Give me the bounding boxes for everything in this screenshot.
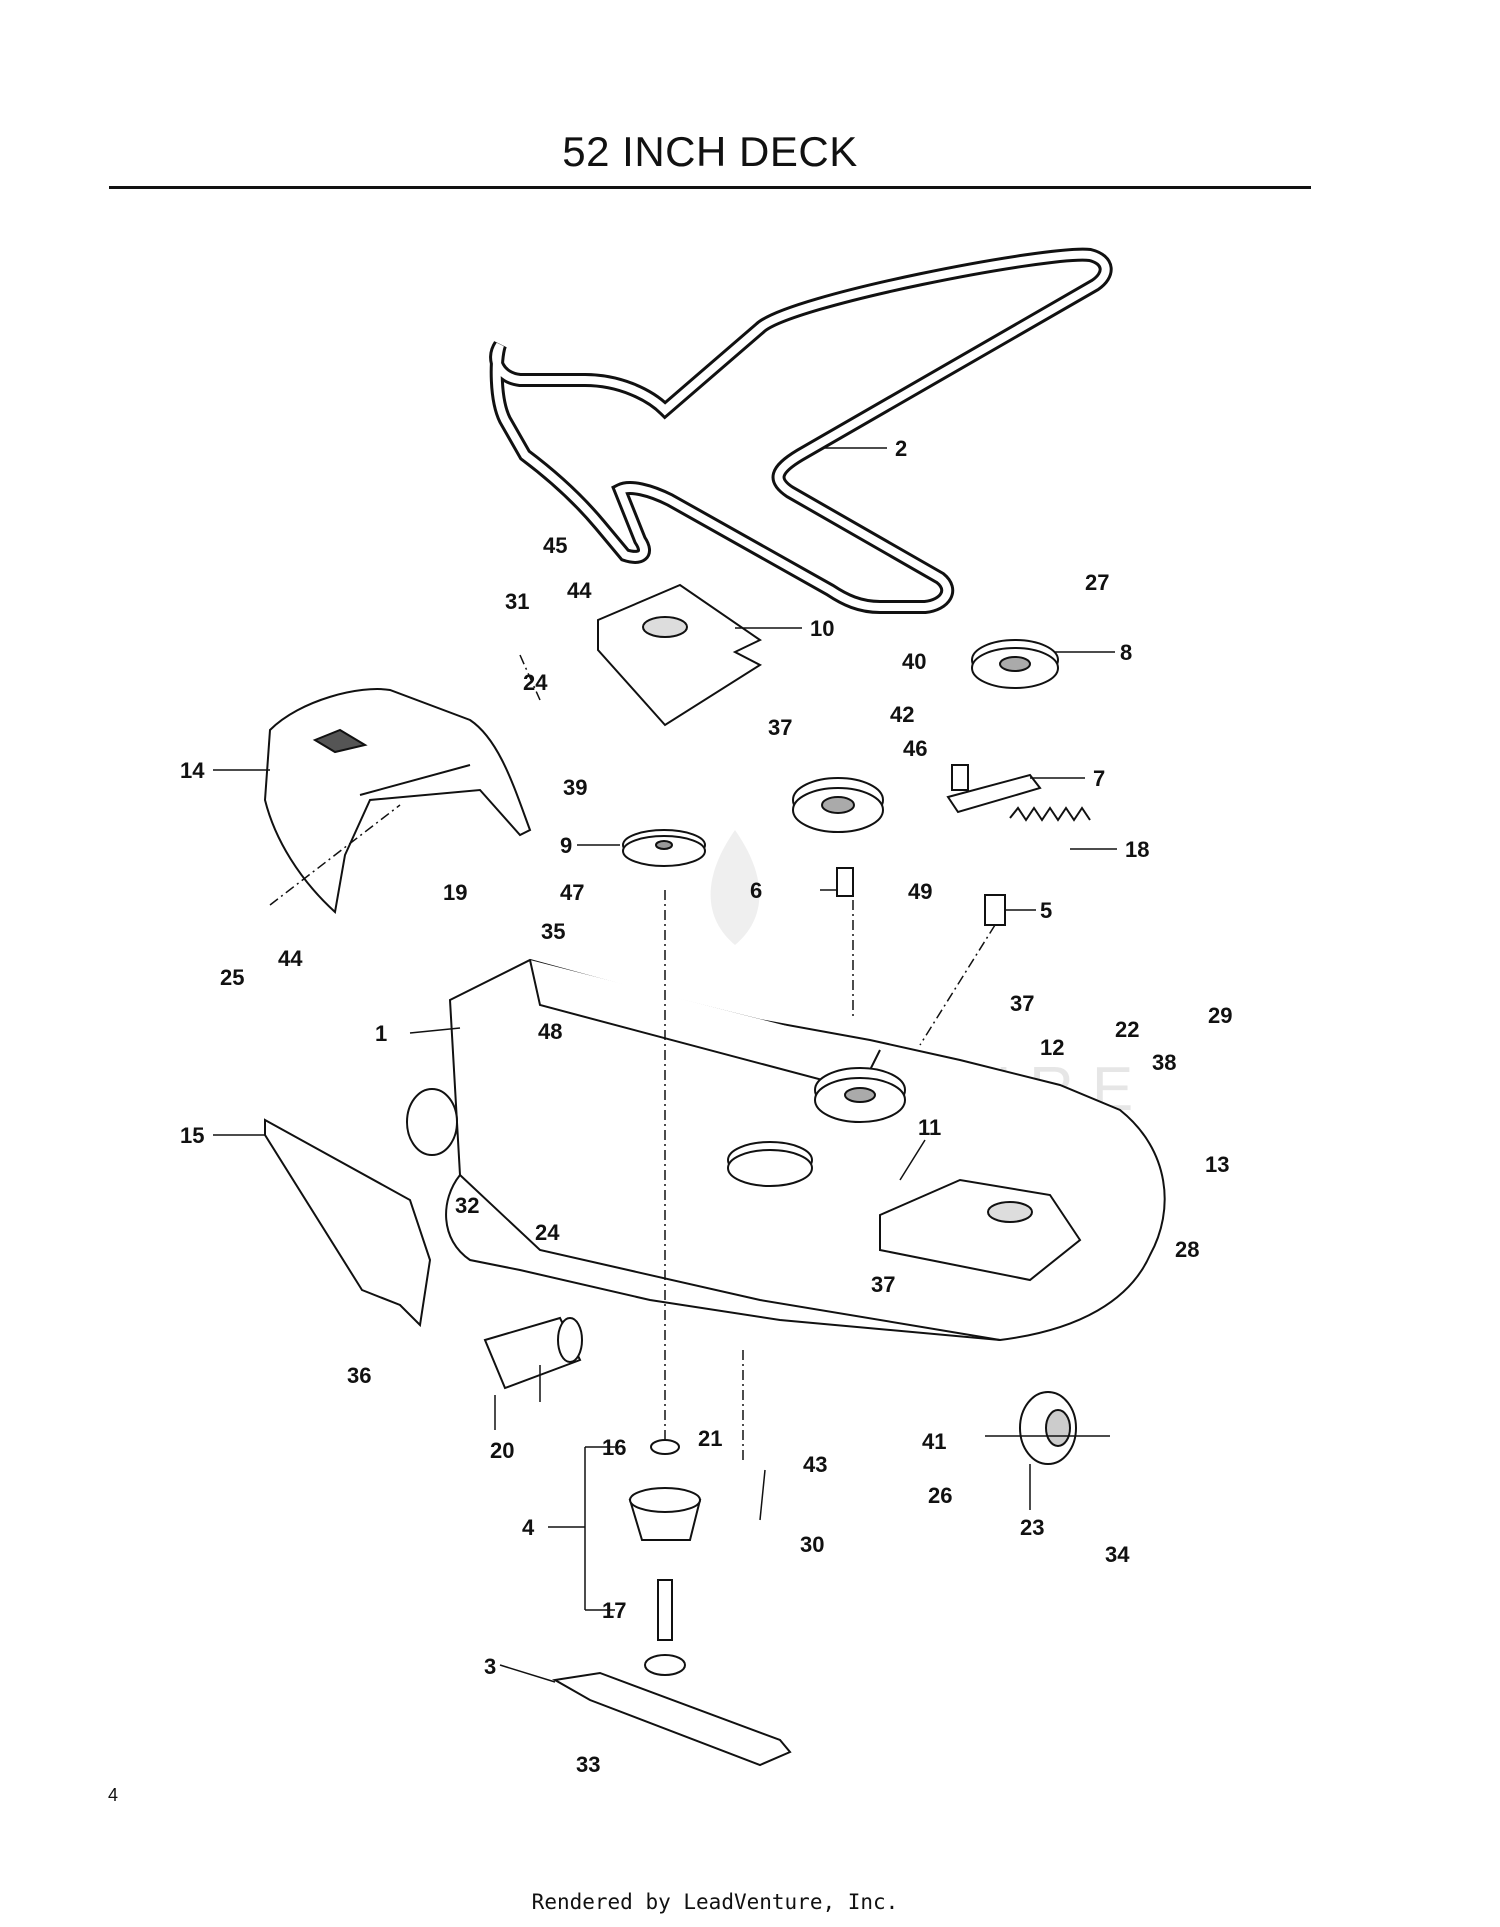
callout-42: 42 (890, 702, 914, 727)
callout-20: 20 (490, 1438, 514, 1463)
title-rule (109, 186, 1311, 189)
callout-26: 26 (928, 1483, 952, 1508)
callout-4: 4 (522, 1515, 535, 1540)
callout-7: 7 (1093, 766, 1105, 791)
footer-credit: Rendered by LeadVenture, Inc. (531, 1890, 899, 1914)
callout-18: 18 (1125, 837, 1149, 862)
spindle-cover-right (879, 1178, 1082, 1282)
callout-36: 36 (347, 1363, 371, 1388)
anti-scalp-roller (483, 1316, 583, 1390)
spindle-assembly (628, 1439, 702, 1676)
callout-48: 48 (538, 1019, 562, 1044)
deck-pulley-left (727, 1141, 813, 1187)
callout-32: 32 (455, 1193, 479, 1218)
callout-43: 43 (803, 1452, 827, 1477)
spacers (836, 867, 1006, 926)
callout-29: 29 (1208, 1003, 1232, 1028)
callout-14: 14 (180, 758, 205, 783)
callout-25: 25 (220, 965, 244, 990)
callout-17: 17 (602, 1598, 626, 1623)
callout-21: 21 (698, 1426, 722, 1451)
callout-46: 46 (903, 736, 927, 761)
spindle-pulley-9 (622, 829, 706, 867)
callout-12: 12 (1040, 1035, 1064, 1060)
mower-blade (552, 1671, 792, 1767)
callout-9: 9 (560, 833, 572, 858)
callout-1: 1 (375, 1021, 387, 1046)
callout-28: 28 (1175, 1237, 1199, 1262)
callout-19: 19 (443, 880, 467, 905)
callout-34: 34 (1105, 1542, 1130, 1567)
leader-lines (213, 447, 1117, 1683)
deck-wheels (406, 1088, 1077, 1465)
idler-arm (946, 764, 1042, 814)
page-number: 4 (108, 1785, 119, 1805)
callout-24: 24 (523, 670, 548, 695)
idler-pulley-8 (971, 639, 1059, 689)
drive-belt (489, 247, 1113, 614)
side-skirt (264, 1118, 432, 1328)
callout-44: 44 (278, 946, 303, 971)
callout-2: 2 (895, 436, 907, 461)
belt-cover (597, 583, 763, 727)
callout-24: 24 (535, 1220, 560, 1245)
callout-44: 44 (567, 578, 592, 603)
assembly-lines (269, 654, 996, 1460)
callout-13: 13 (1205, 1152, 1229, 1177)
callout-11: 11 (918, 1115, 941, 1140)
callout-22: 22 (1115, 1017, 1139, 1042)
page-title: 52 INCH DECK (562, 128, 858, 175)
callout-10: 10 (810, 616, 834, 641)
callout-16: 16 (602, 1435, 626, 1460)
callout-5: 5 (1040, 898, 1052, 923)
callout-33: 33 (576, 1752, 600, 1777)
callout-3: 3 (484, 1654, 496, 1679)
discharge-chute (263, 688, 532, 914)
callout-40: 40 (902, 649, 926, 674)
callout-8: 8 (1120, 640, 1132, 665)
callout-45: 45 (543, 533, 567, 558)
callout-15: 15 (180, 1123, 204, 1148)
callout-38: 38 (1152, 1050, 1176, 1075)
callout-39: 39 (563, 775, 587, 800)
callout-41: 41 (922, 1429, 946, 1454)
callout-37: 37 (871, 1272, 895, 1297)
callout-6: 6 (750, 878, 762, 903)
callout-37: 37 (768, 715, 792, 740)
callout-31: 31 (505, 589, 529, 614)
callout-23: 23 (1020, 1515, 1044, 1540)
idler-pulley-6 (792, 777, 884, 833)
tension-spring (1009, 806, 1091, 822)
callout-27: 27 (1085, 570, 1109, 595)
deck-pulley-center (814, 1067, 906, 1123)
callout-49: 49 (908, 879, 932, 904)
callout-30: 30 (800, 1532, 824, 1557)
callout-labels: 1 2 3 4 5 6 7 8 9 10 11 12 13 14 15 16 1… (180, 436, 1232, 1777)
callout-47: 47 (560, 880, 584, 905)
callout-35: 35 (541, 919, 565, 944)
callout-37: 37 (1010, 991, 1034, 1016)
